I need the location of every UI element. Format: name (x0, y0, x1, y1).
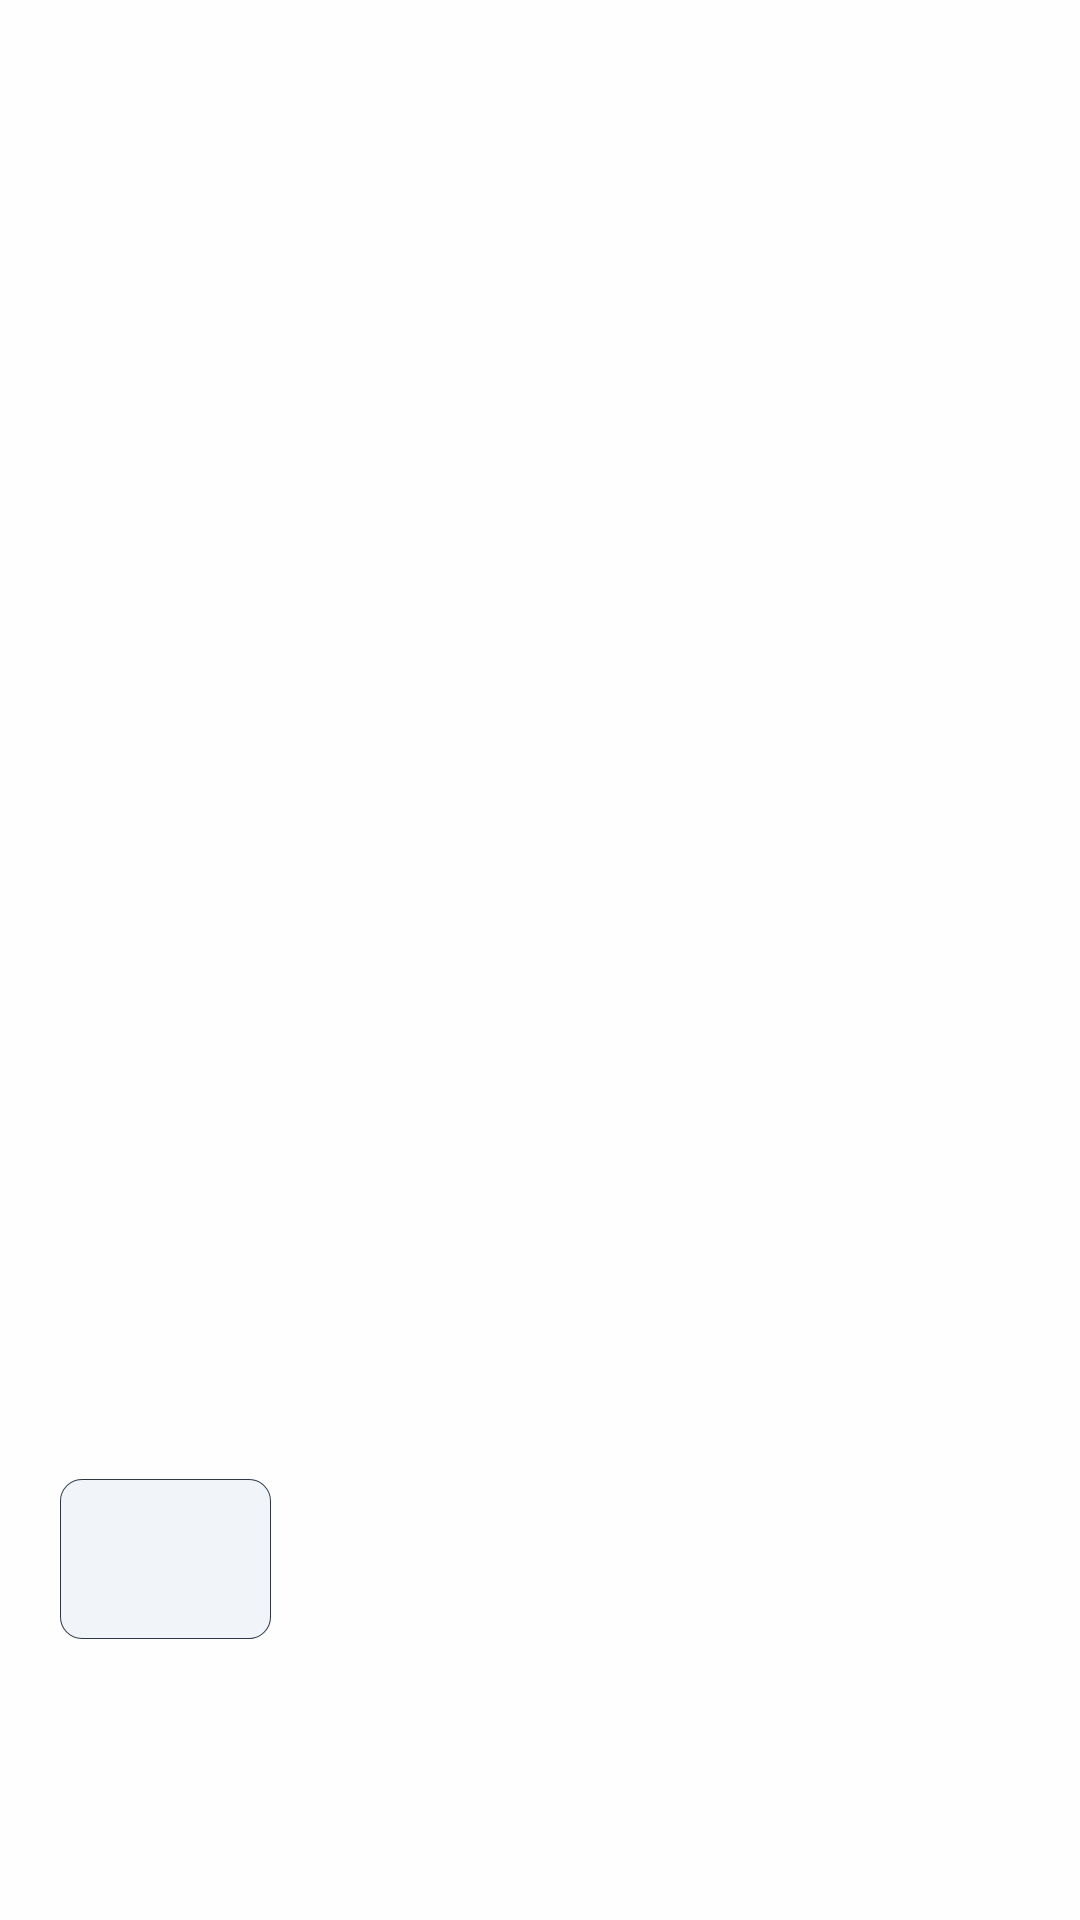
empty-card[interactable] (60, 1479, 271, 1639)
